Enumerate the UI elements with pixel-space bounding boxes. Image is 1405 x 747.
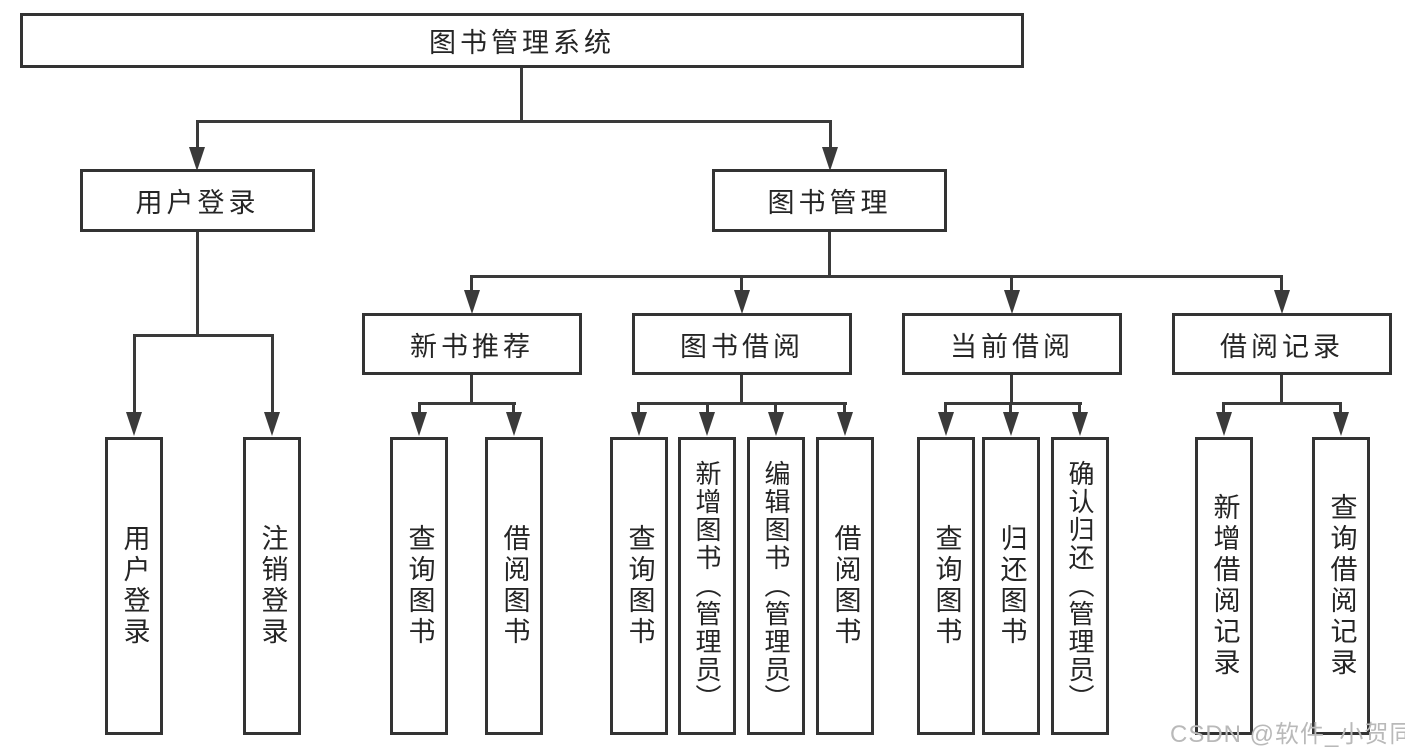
arrowhead-icon [734,290,750,314]
connector-userlogin-stem [196,232,199,336]
node-label: 新增图书（管理员） [692,460,722,712]
connector-currentborrow-stem [1010,375,1013,404]
leaf-query-borrow-record: 查询借阅记录 [1312,437,1370,735]
node-label: 图书管理系统 [429,28,615,58]
arrowhead-icon [938,412,954,436]
node-user-login: 用户登录 [80,169,315,232]
connector-bookborrow-stem [740,375,743,404]
arrowhead-icon [126,412,142,436]
node-label: 确认归还（管理员） [1065,460,1095,712]
connector-drop-book-mgmt [829,120,832,149]
connector-drop [774,402,777,414]
connector-userlogin-rail [133,334,274,337]
connector-drop [1339,402,1342,414]
node-label: 查询图书 [624,524,655,648]
node-label: 图书管理 [767,188,892,218]
node-library-management-system: 图书管理系统 [20,13,1024,68]
arrowhead-icon [631,412,647,436]
node-label: 新增借阅记录 [1209,493,1240,679]
leaf-query-books-recommend: 查询图书 [390,437,448,735]
connector-currentborrow-rail [944,402,1082,405]
leaf-user-login: 用户登录 [105,437,163,735]
connector-drop [706,402,709,414]
leaf-add-borrow-record: 新增借阅记录 [1195,437,1253,735]
connector-drop [637,402,640,414]
node-label: 注销登录 [257,524,288,648]
node-borrow-records: 借阅记录 [1172,313,1392,375]
leaf-edit-books-admin: 编辑图书（管理员） [747,437,805,735]
node-book-management: 图书管理 [712,169,947,232]
arrowhead-icon [1274,290,1290,314]
leaf-query-books-borrowing: 查询图书 [610,437,668,735]
node-label: 归还图书 [996,524,1027,648]
leaf-query-books-current: 查询图书 [917,437,975,735]
connector-drop [1078,402,1081,414]
arrowhead-icon [1072,412,1088,436]
arrowhead-icon [1003,412,1019,436]
leaf-borrow-books-borrowing: 借阅图书 [816,437,874,735]
connector-bookmgmt-rail [470,275,1283,278]
connector-drop [843,402,846,414]
connector-drop-leaf-userlogin [133,334,136,414]
node-label: 查询图书 [404,524,435,648]
leaf-add-books-admin: 新增图书（管理员） [678,437,736,735]
arrowhead-icon [464,290,480,314]
node-new-book-recommend: 新书推荐 [362,313,582,375]
arrowhead-icon [506,412,522,436]
connector-drop [1222,402,1225,414]
node-label: 用户登录 [135,188,260,218]
connector-borrowrecords-rail [1222,402,1342,405]
connector-drop [418,402,421,414]
connector-drop [1009,402,1012,414]
connector-bookmgmt-stem [828,232,831,278]
leaf-logout: 注销登录 [243,437,301,735]
node-label: 当前借阅 [950,331,1074,362]
connector-bookborrow-rail [638,402,847,405]
arrowhead-icon [411,412,427,436]
connector-newbookrec-stem [470,375,473,404]
connector-drop-currentborrow [1010,275,1013,293]
node-book-borrowing: 图书借阅 [632,313,852,375]
arrowhead-icon [1004,290,1020,314]
arrowhead-icon [189,147,205,171]
connector-drop [944,402,947,414]
leaf-confirm-return-admin: 确认归还（管理员） [1051,437,1109,735]
node-label: 借阅图书 [830,524,861,648]
node-label: 借阅图书 [499,524,530,648]
connector-root-rail [196,120,832,123]
node-current-borrowing: 当前借阅 [902,313,1122,375]
node-label: 编辑图书（管理员） [761,460,791,712]
connector-drop-newbookrec [470,275,473,293]
connector-drop-bookborrow [740,275,743,293]
arrowhead-icon [264,412,280,436]
arrowhead-icon [822,147,838,171]
arrowhead-icon [1216,412,1232,436]
connector-borrowrecords-stem [1280,375,1283,404]
node-label: 新书推荐 [410,331,534,362]
node-label: 查询图书 [931,524,962,648]
connector-newbookrec-rail [418,402,516,405]
arrowhead-icon [768,412,784,436]
arrowhead-icon [699,412,715,436]
node-label: 用户登录 [119,524,150,648]
leaf-return-books: 归还图书 [982,437,1040,735]
connector-drop-user-login [196,120,199,149]
connector-root-stem [520,68,523,122]
node-label: 图书借阅 [680,331,804,362]
arrowhead-icon [1333,412,1349,436]
node-label: 借阅记录 [1220,331,1344,362]
arrowhead-icon [837,412,853,436]
connector-drop-borrowrecords [1280,275,1283,293]
connector-drop [512,402,515,414]
connector-drop-leaf-logout [271,334,274,414]
leaf-borrow-books-recommend: 借阅图书 [485,437,543,735]
node-label: 查询借阅记录 [1326,493,1357,679]
csdn-watermark: CSDN @软件_小贺同学 [1170,721,1405,747]
